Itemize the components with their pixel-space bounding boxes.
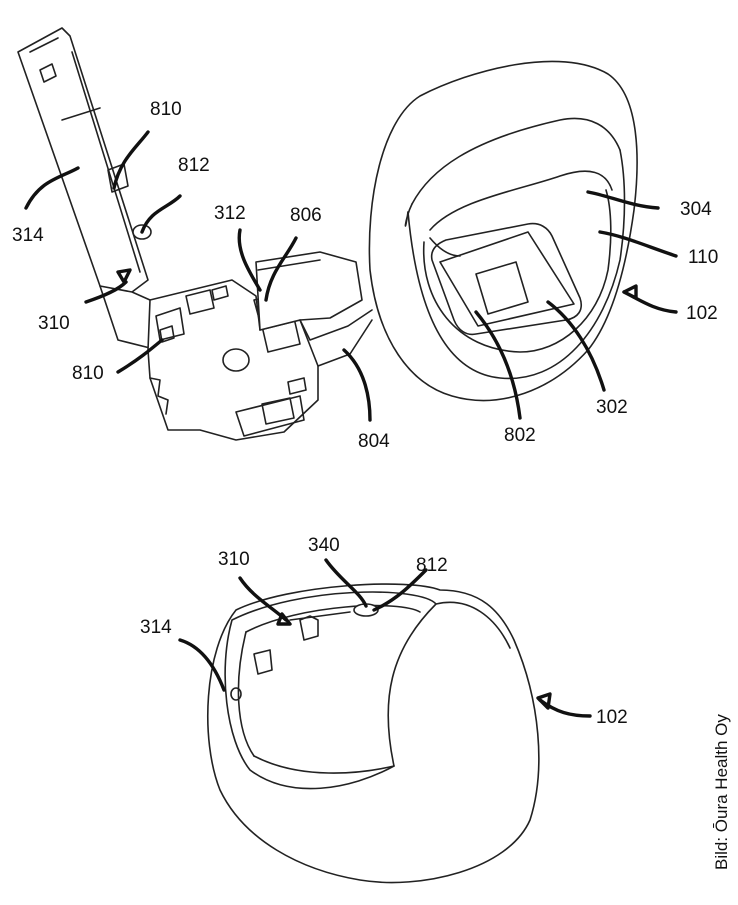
label-812-bottom: 812 (416, 555, 448, 576)
label-310-bottom: 310 (218, 549, 250, 570)
label-810-bottom: 810 (72, 363, 104, 384)
leader-lines-flex (24, 130, 372, 422)
label-102-top: 102 (686, 303, 718, 324)
label-304: 304 (680, 199, 712, 220)
label-110: 110 (688, 247, 719, 268)
label-806: 806 (290, 205, 322, 226)
label-312: 312 (214, 203, 246, 224)
ring-bottom-view (207, 583, 540, 884)
label-314-bottom: 314 (140, 617, 172, 638)
image-credit: Bild: Ōura Health Oy (712, 714, 731, 870)
label-812-top: 812 (178, 155, 210, 176)
ring-top-view (368, 60, 638, 402)
label-802: 802 (504, 425, 536, 446)
leader-lines-ring-bottom (178, 558, 592, 718)
label-302: 302 (596, 397, 628, 418)
component-810-top (107, 163, 129, 193)
label-804: 804 (358, 431, 390, 452)
flex-circuit-drawing (17, 27, 373, 441)
leader-lines-ring-top (474, 190, 678, 420)
label-314-top: 314 (12, 225, 44, 246)
label-310-top: 310 (38, 313, 70, 334)
label-810-top: 810 (150, 99, 182, 120)
label-340: 340 (308, 535, 340, 556)
label-102-bottom: 102 (596, 707, 628, 728)
